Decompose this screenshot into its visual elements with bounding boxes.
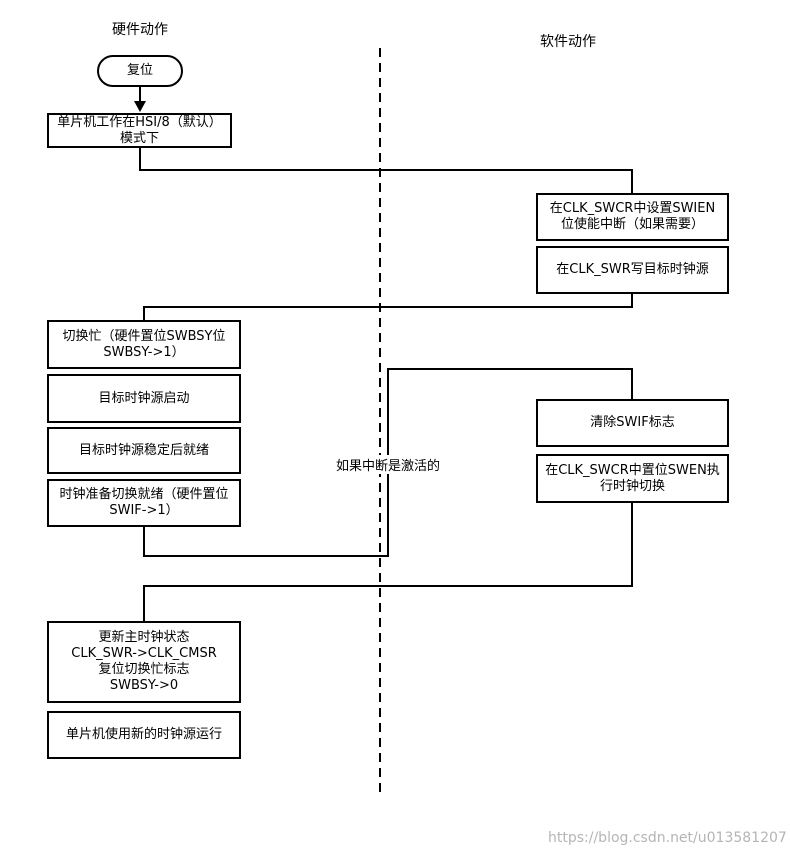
target-stable-label: 目标时钟源稳定后就绪 [78, 442, 209, 458]
target-start-label: 目标时钟源启动 [98, 390, 190, 406]
connector-swen-to-update [143, 503, 633, 621]
write-swr-node: 在CLK_SWR写目标时钟源 [536, 246, 729, 294]
arrow-head [134, 101, 146, 112]
software-heading: 软件动作 [540, 34, 596, 50]
watermark: https://blog.csdn.net/u013581207 [548, 830, 787, 846]
reset-node: 复位 [97, 55, 183, 87]
set-swen-label: 在CLK_SWCR中置位SWEN执行时钟切换 [545, 462, 720, 494]
clock-ready-label: 时钟准备切换就绪（硬件置位SWIF->1） [59, 487, 229, 518]
clear-swif-node: 清除SWIF标志 [536, 399, 729, 447]
clock-ready-node: 时钟准备切换就绪（硬件置位SWIF->1） [47, 479, 241, 527]
interrupt-note: 如果中断是激活的 [334, 455, 443, 474]
target-stable-node: 目标时钟源稳定后就绪 [47, 427, 241, 474]
clear-swif-label: 清除SWIF标志 [590, 415, 675, 430]
hardware-heading: 硬件动作 [112, 22, 168, 38]
switch-busy-node: 切换忙（硬件置位SWBSY位SWBSY->1） [47, 320, 241, 369]
mcu-hsi-label: 单片机工作在HSI/8（默认）模式下 [57, 114, 222, 146]
connector-hsi-to-swien [139, 147, 633, 194]
set-swien-label: 在CLK_SWCR中设置SWIEN位使能中断（如果需要） [549, 201, 716, 232]
write-swr-label: 在CLK_SWR写目标时钟源 [556, 262, 709, 277]
set-swen-node: 在CLK_SWCR中置位SWEN执行时钟切换 [536, 454, 729, 503]
update-main-line4: SWBSY->0 [109, 678, 179, 693]
update-main-line1: 更新主时钟状态 [98, 630, 190, 645]
update-main-line2: CLK_SWR->CLK_CMSR [71, 646, 217, 661]
set-swien-node: 在CLK_SWCR中设置SWIEN位使能中断（如果需要） [536, 193, 729, 241]
mcu-new-label: 单片机使用新的时钟源运行 [65, 727, 222, 742]
update-main-node: 更新主时钟状态 CLK_SWR->CLK_CMSR 复位切换忙标志 SWBSY-… [47, 621, 241, 703]
switch-busy-label: 切换忙（硬件置位SWBSY位SWBSY->1） [62, 328, 226, 360]
mcu-hsi-node: 单片机工作在HSI/8（默认）模式下 [47, 113, 232, 148]
connector-swr-to-busy [143, 293, 633, 320]
reset-label: 复位 [126, 63, 153, 78]
target-start-node: 目标时钟源启动 [47, 374, 241, 423]
mcu-new-node: 单片机使用新的时钟源运行 [47, 711, 241, 759]
update-main-line3: 复位切换忙标志 [98, 662, 190, 677]
